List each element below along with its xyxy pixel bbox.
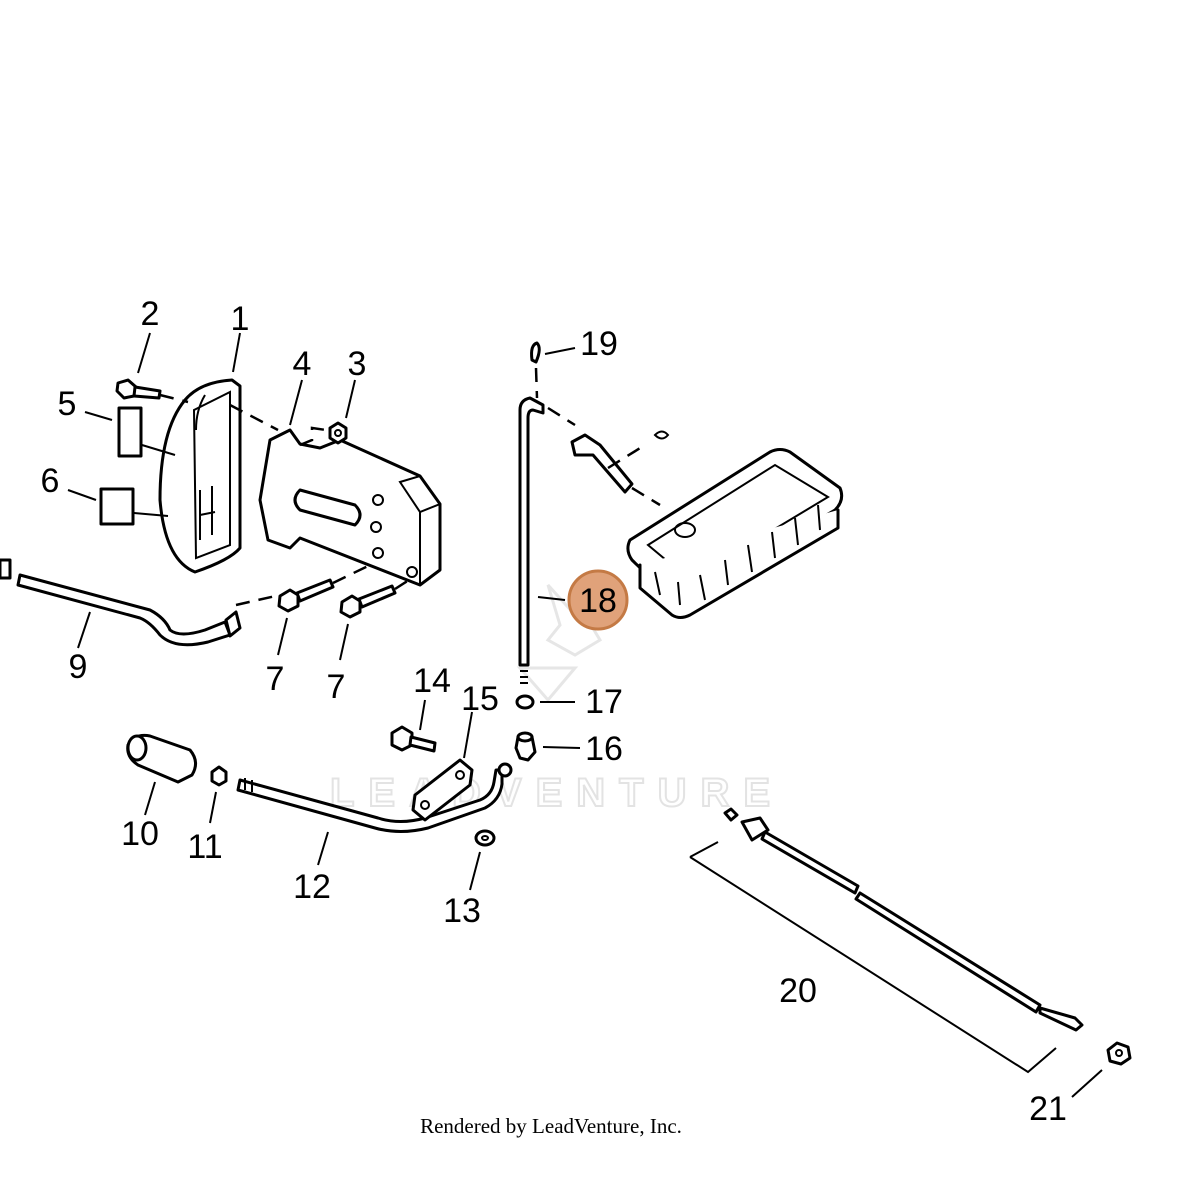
callout-3[interactable]: 3	[348, 345, 367, 383]
part-12-shift-rod[interactable]	[236, 762, 513, 833]
part-11-nut[interactable]	[210, 765, 228, 787]
part-18-shift-rod[interactable]	[518, 396, 545, 684]
part-3-nut[interactable]	[328, 421, 348, 445]
callout-15[interactable]: 15	[461, 680, 499, 718]
part-7-screw-b[interactable]	[339, 584, 397, 619]
part-1-housing[interactable]	[158, 378, 242, 574]
part-9-rod[interactable]	[0, 558, 242, 647]
callout-4[interactable]: 4	[293, 345, 312, 383]
part-13-washer[interactable]	[474, 829, 496, 847]
callout-1[interactable]: 1	[231, 300, 250, 338]
callout-7b[interactable]: 7	[327, 668, 346, 706]
part-6-decal[interactable]	[99, 487, 135, 526]
callout-13[interactable]: 13	[443, 892, 481, 930]
part-7-screw-a[interactable]	[277, 578, 335, 613]
callout-9[interactable]: 9	[69, 648, 88, 686]
watermark-text: LEADVENTURE	[330, 771, 784, 815]
callout-19[interactable]: 19	[580, 325, 618, 363]
callout-6[interactable]: 6	[41, 462, 60, 500]
callout-7a[interactable]: 7	[266, 660, 285, 698]
callout-16[interactable]: 16	[585, 730, 623, 768]
lever-housing-tray	[570, 430, 844, 619]
part-16-joint[interactable]	[514, 731, 537, 762]
part-15-plate[interactable]	[411, 758, 474, 822]
part-10-grip[interactable]	[126, 733, 197, 784]
callout-21[interactable]: 21	[1029, 1090, 1067, 1128]
part-19-cotter-pin[interactable]	[530, 341, 541, 364]
callout-14[interactable]: 14	[413, 662, 451, 700]
part-5-decal[interactable]	[117, 406, 143, 458]
callout-17[interactable]: 17	[585, 683, 623, 721]
part-21-nut[interactable]	[1106, 1041, 1132, 1066]
callout-20[interactable]: 20	[779, 972, 817, 1010]
part-17-nut[interactable]	[515, 694, 535, 710]
callout-12[interactable]: 12	[293, 868, 331, 906]
callout-2[interactable]: 2	[141, 295, 160, 333]
part-14-bolt[interactable]	[390, 725, 437, 753]
callout-11[interactable]: 11	[187, 828, 222, 866]
part-20-cable[interactable]	[723, 807, 1084, 1032]
footer-credit: Rendered by LeadVenture, Inc.	[420, 1114, 682, 1138]
callout-18[interactable]: 18	[579, 582, 617, 620]
callout-10[interactable]: 10	[121, 815, 159, 853]
part-2-bolt[interactable]	[115, 378, 162, 400]
part-4-bracket[interactable]	[258, 428, 442, 587]
highlight-marker-18[interactable]	[567, 569, 629, 631]
callout-5[interactable]: 5	[58, 385, 77, 423]
